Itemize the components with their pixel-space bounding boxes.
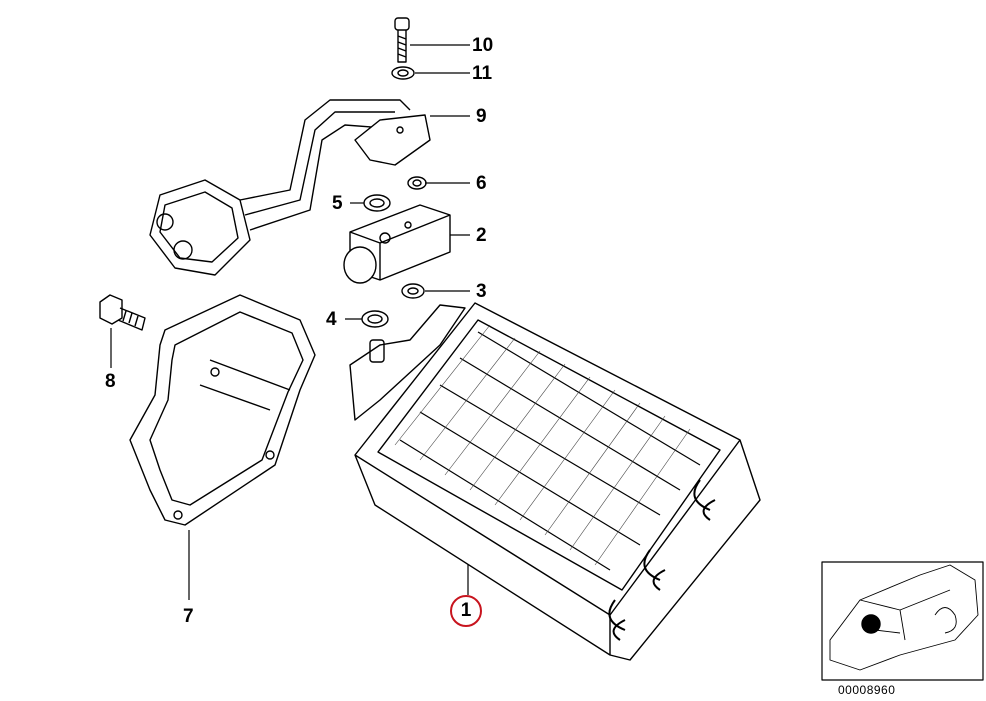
callout-4[interactable]: 4 <box>326 309 337 330</box>
callout-5[interactable]: 5 <box>332 193 343 214</box>
expansion-valve-part-2 <box>343 204 451 284</box>
o-ring-part-4 <box>361 310 389 328</box>
washer-part-11 <box>391 66 415 80</box>
callout-10[interactable]: 10 <box>472 35 494 56</box>
o-ring-part-3 <box>401 283 425 299</box>
o-ring-part-5 <box>363 194 391 212</box>
callout-6[interactable]: 6 <box>476 173 487 194</box>
callout-9[interactable]: 9 <box>476 106 487 127</box>
callout-8[interactable]: 8 <box>105 371 116 392</box>
pipe-assembly-part-9 <box>149 99 431 276</box>
vehicle-location-inset <box>821 561 984 681</box>
callout-1-highlighted[interactable]: 1 <box>450 595 482 627</box>
housing-cover-part-7 <box>129 294 316 526</box>
bolt-part-8 <box>99 294 146 331</box>
callout-7[interactable]: 7 <box>183 606 194 627</box>
diagram-code: 00008960 <box>838 683 896 697</box>
callout-11[interactable]: 11 <box>472 63 493 84</box>
leader-lines <box>110 44 470 600</box>
o-ring-part-6 <box>407 176 427 190</box>
bolt-part-10 <box>394 17 410 63</box>
location-marker-dot <box>861 614 881 634</box>
callout-3[interactable]: 3 <box>476 281 487 302</box>
evaporator-part-1 <box>349 302 761 661</box>
callout-2[interactable]: 2 <box>476 225 487 246</box>
